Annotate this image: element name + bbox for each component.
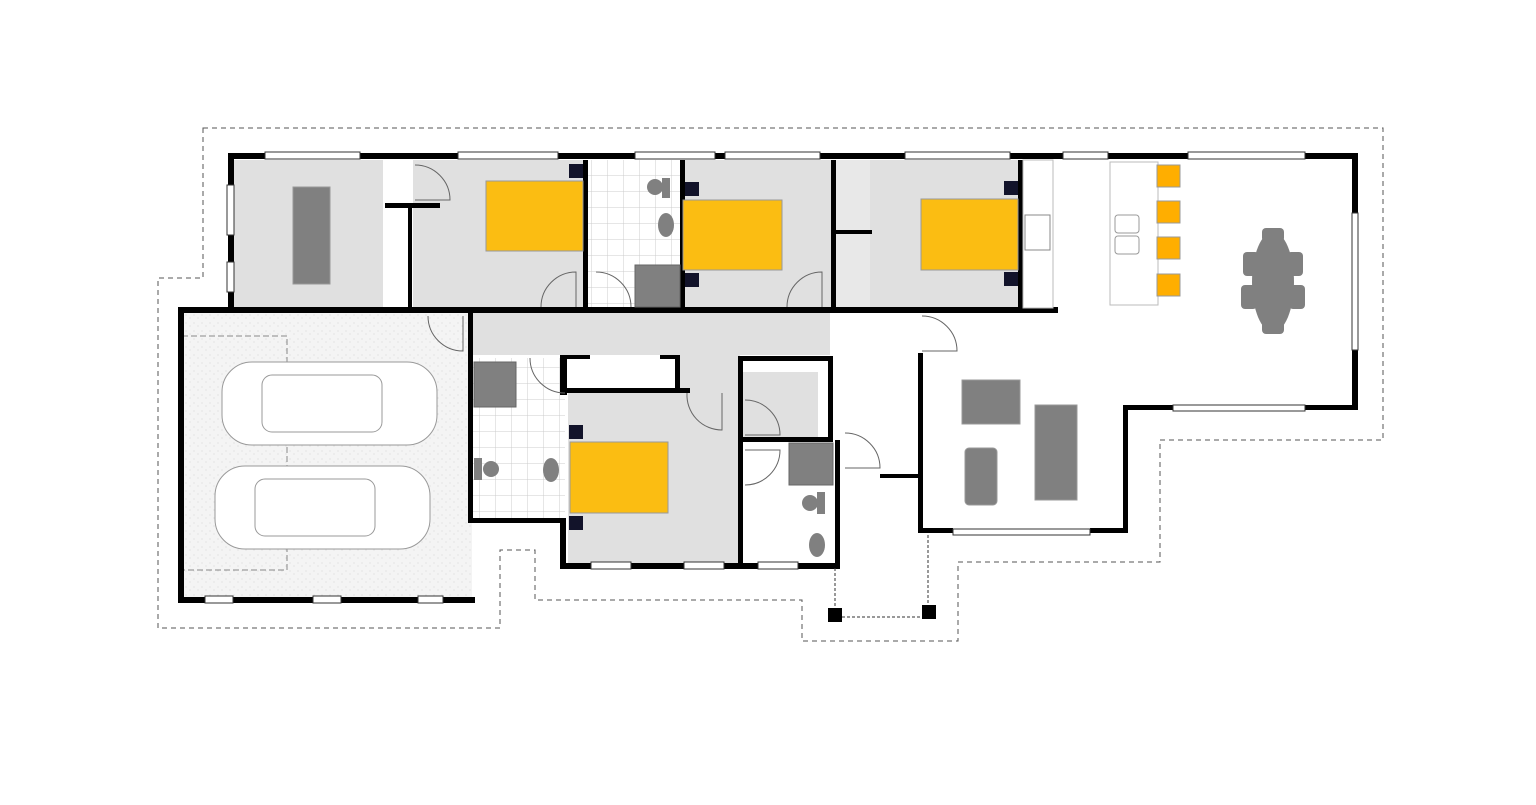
windows bbox=[204, 151, 1359, 604]
basin-icon bbox=[543, 213, 825, 557]
dining-table-icon bbox=[1241, 228, 1305, 334]
hallway bbox=[468, 311, 830, 355]
bar-stool-icon bbox=[1156, 164, 1181, 297]
sofa-icon bbox=[292, 186, 1078, 506]
car-icon bbox=[214, 361, 438, 550]
entry-posts bbox=[828, 535, 936, 622]
shower-icon bbox=[473, 264, 834, 486]
roofline bbox=[157, 127, 1384, 642]
bed-icon bbox=[485, 180, 1019, 514]
toilet-icon bbox=[474, 178, 825, 514]
cooktop-icon bbox=[1024, 214, 1051, 251]
sink-icon bbox=[1114, 214, 1140, 255]
bedside-tables bbox=[569, 164, 1018, 530]
garage-floor bbox=[178, 311, 472, 603]
door-swings bbox=[414, 164, 958, 486]
